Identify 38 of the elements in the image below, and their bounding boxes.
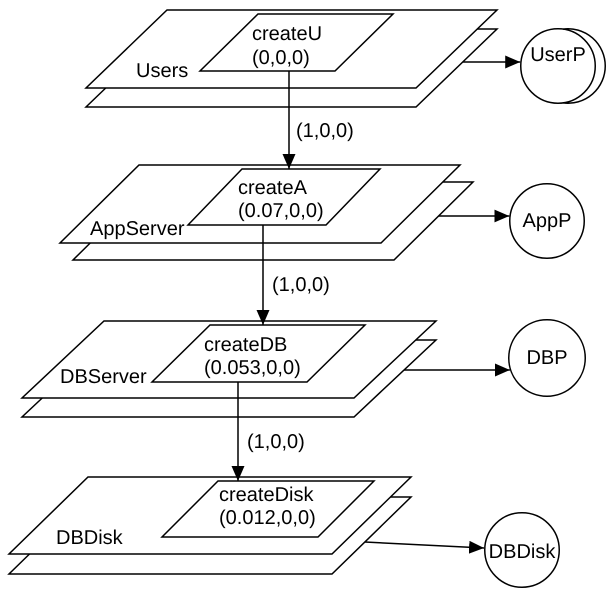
arrow xyxy=(256,225,270,325)
entry-parallelogram xyxy=(152,325,365,382)
processor-circle xyxy=(520,28,606,104)
entry-parameters: (0.012,0,0) xyxy=(219,507,316,530)
entry-parameters: (0.07,0,0) xyxy=(238,200,324,222)
processor-name: DBP xyxy=(526,346,568,370)
entry-name: createDB xyxy=(204,334,288,356)
processor-name: UserP xyxy=(530,44,586,66)
arrow xyxy=(364,540,484,554)
edge-label: (1,0,0) xyxy=(247,430,305,454)
entry-name: createA xyxy=(238,176,307,200)
stacked-parallelogram xyxy=(9,477,411,574)
entry-name: createDisk xyxy=(219,484,314,507)
task-name: Users xyxy=(136,60,188,82)
processor-circle xyxy=(484,512,560,588)
processor-name: AppP xyxy=(522,210,572,232)
entry-parallelogram xyxy=(162,481,374,537)
entry-parallelogram xyxy=(188,169,380,225)
edge-label: (1,0,0) xyxy=(272,274,330,296)
arrow xyxy=(404,364,510,376)
entry-parameters: (0.053,0,0) xyxy=(204,356,301,380)
entry-parallelogram xyxy=(200,14,393,71)
edge-label: (1,0,0) xyxy=(296,120,354,142)
task-name: AppServer xyxy=(90,218,184,240)
arrow xyxy=(282,71,296,169)
processor-circle xyxy=(509,183,585,259)
entry-parameters: (0,0,0) xyxy=(252,46,310,70)
task-name: DBServer xyxy=(60,366,147,388)
arrow xyxy=(462,56,520,68)
processor-name: DBDisk xyxy=(488,541,556,564)
arrow xyxy=(232,382,244,481)
stacked-parallelogram xyxy=(22,321,436,417)
arrow xyxy=(438,210,510,222)
entry-name: createU xyxy=(252,22,322,46)
stacked-parallelogram xyxy=(86,10,497,107)
stacked-parallelogram xyxy=(60,165,473,260)
processor-circle xyxy=(508,319,586,397)
task-name: DBDisk xyxy=(56,526,123,550)
